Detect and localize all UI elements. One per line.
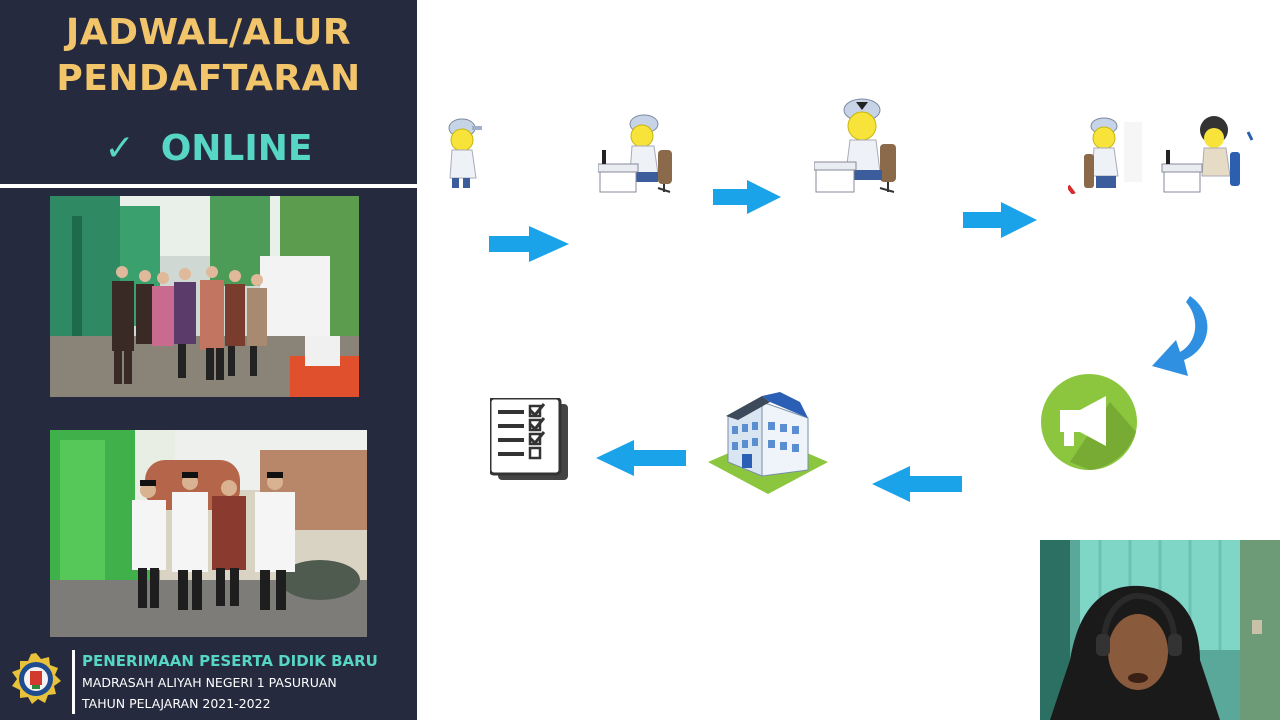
title-line-2: PENDAFTARAN [56, 58, 361, 99]
divider [0, 184, 417, 188]
checklist-icon [488, 396, 570, 480]
footer-line-1: PENERIMAAN PESERTA DIDIK BARU [82, 652, 378, 670]
arrow-left-icon [870, 466, 962, 502]
school-building-icon [708, 392, 828, 496]
verification-desk-icon [1066, 114, 1256, 196]
slide-title: JADWAL/ALUR PENDAFTARAN [0, 10, 417, 102]
group-photo-1 [50, 196, 359, 397]
arrow-right-icon [489, 226, 571, 262]
title-line-1: JADWAL/ALUR [65, 12, 352, 53]
arrow-right-icon [963, 202, 1039, 238]
announcement-megaphone-icon [1040, 372, 1140, 472]
student-icon [444, 116, 484, 190]
group-photo-2 [50, 430, 367, 637]
arrow-left-icon [594, 440, 686, 476]
curved-arrow-icon [1150, 296, 1214, 380]
sidebar-panel: JADWAL/ALUR PENDAFTARAN ✓ ONLINE [0, 0, 417, 720]
footer-line-2: MADRASAH ALIYAH NEGERI 1 PASURUAN [82, 675, 337, 690]
footer-divider [72, 650, 75, 714]
presenter-webcam [1040, 540, 1280, 720]
online-row: ✓ ONLINE [0, 126, 417, 172]
operator-at-computer-icon [813, 96, 904, 194]
arrow-right-icon [713, 180, 783, 214]
student-at-computer-icon [597, 112, 678, 194]
footer-caption: PENERIMAAN PESERTA DIDIK BARU MADRASAH A… [82, 650, 412, 714]
footer-line-3: TAHUN PELAJARAN 2021-2022 [82, 696, 271, 711]
madrasah-logo-icon [8, 651, 64, 707]
online-label: ONLINE [160, 128, 313, 169]
check-icon: ✓ [104, 128, 135, 169]
